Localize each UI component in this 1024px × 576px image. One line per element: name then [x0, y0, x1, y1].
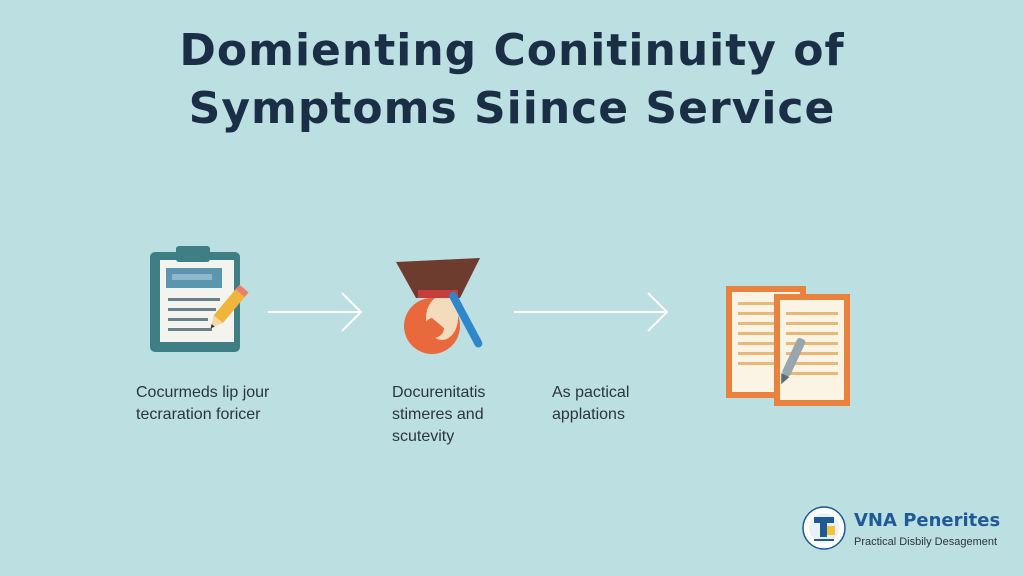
medical-scan-icon: [396, 258, 483, 354]
step-2-caption-line-3: scutevity: [392, 428, 455, 445]
clipboard-icon: [150, 246, 249, 352]
title-line-2: Symptoms Siince Service: [188, 83, 836, 134]
brand-name: VNA Penerites: [854, 510, 1001, 531]
brand-block: VNA Penerites Practical Disbily Desageme…: [802, 506, 1012, 552]
arrow-right-2: [514, 292, 669, 332]
step-3-caption-line-2: applations: [552, 406, 625, 423]
step-2-caption: Docurenitatis stimeres and scutevity: [392, 382, 485, 448]
step-2-caption-line-1: Docurenitatis: [392, 384, 486, 401]
arrow-right-1: [268, 292, 363, 332]
brand-logo-icon: [802, 506, 846, 550]
step-2-caption-line-2: stimeres and: [392, 406, 484, 423]
step-1-caption-line-2: tecraration foricer: [136, 406, 261, 423]
documents-icon: [726, 286, 850, 406]
step-1-caption-line-1: Cocurmeds lip jour: [136, 384, 270, 401]
step-3-caption: As pactical applations: [552, 382, 629, 426]
brand-tagline: Practical Disbily Desagement: [854, 536, 998, 548]
step-1-caption: Cocurmeds lip jour tecraration foricer: [136, 382, 269, 426]
title-line-1: Domienting Conitinuity of: [179, 25, 845, 76]
page-title: Domienting Conitinuity of Symptoms Siinc…: [0, 22, 1024, 138]
step-3-caption-line-1: As pactical: [552, 384, 630, 401]
